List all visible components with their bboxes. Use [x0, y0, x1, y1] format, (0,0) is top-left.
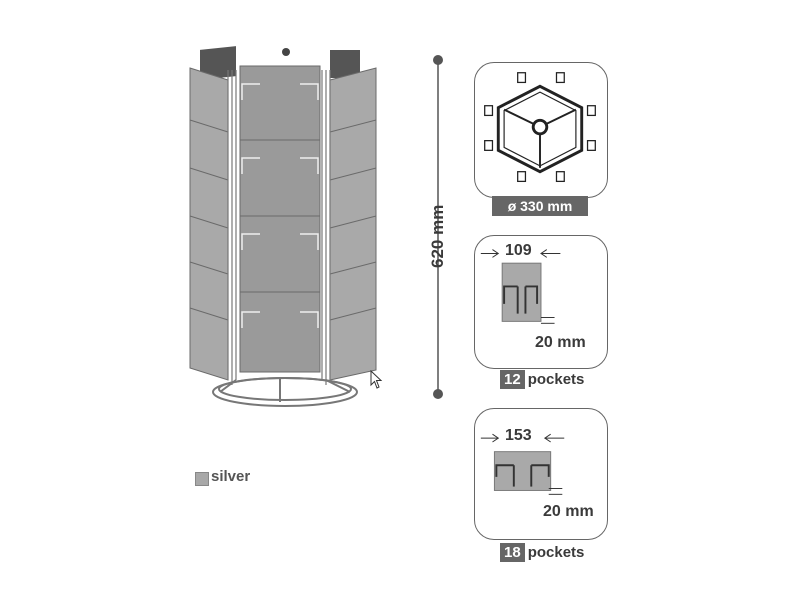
small-pocket-width: 109 — [505, 242, 532, 259]
small-pocket-gap: 20 mm — [535, 334, 586, 351]
large-pocket-card: 153 20 mm — [474, 408, 608, 540]
color-label: silver — [211, 468, 251, 485]
small-pocket-count-label: pockets — [527, 371, 585, 388]
small-pocket-diagram — [480, 249, 561, 324]
small-pocket-count-tag: 12 pockets — [500, 370, 584, 389]
large-pocket-gap: 20 mm — [543, 503, 594, 520]
small-pocket-count: 12 — [500, 370, 525, 389]
color-swatch — [195, 472, 209, 486]
large-pocket-count-tag: 18 pockets — [500, 543, 584, 562]
large-pocket-width: 153 — [505, 427, 532, 444]
base-diameter-card — [474, 62, 608, 198]
mouse-cursor-icon — [370, 370, 383, 389]
diameter-label: ø 330 mm — [492, 196, 588, 216]
large-pocket-diagram — [480, 433, 565, 495]
brochure-stand-illustration — [189, 46, 377, 407]
small-pocket-card: 109 20 mm — [474, 235, 608, 369]
hexagon-base-diagram — [484, 72, 596, 183]
large-pocket-count-label: pockets — [527, 544, 585, 561]
height-label: 620 mm — [428, 204, 447, 268]
height-dimension-line — [433, 55, 443, 399]
large-pocket-count: 18 — [500, 543, 525, 562]
